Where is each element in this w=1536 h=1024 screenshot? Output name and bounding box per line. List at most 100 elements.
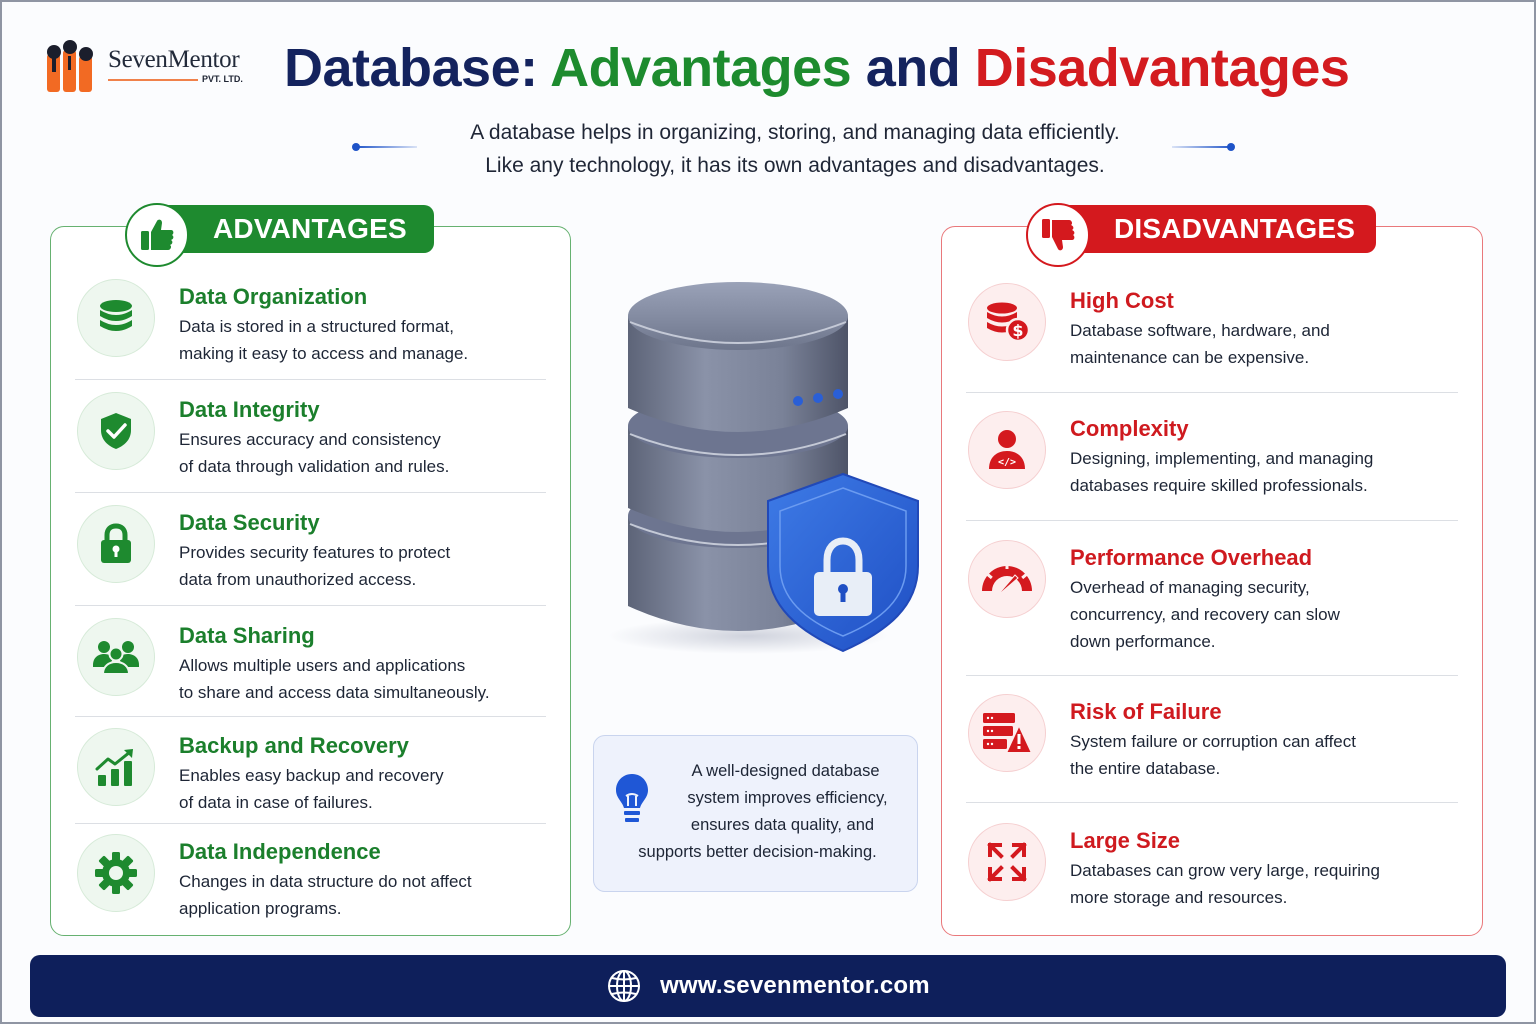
developer-icon: </> bbox=[989, 430, 1025, 469]
desc-line: Database software, hardware, and bbox=[1070, 321, 1330, 340]
title-part-disadvantages: Disadvantages bbox=[974, 38, 1350, 98]
advantage-title: Data Integrity bbox=[179, 397, 320, 422]
disadvantage-icon-circle bbox=[968, 694, 1046, 772]
disadvantage-description: System failure or corruption can affect … bbox=[1070, 728, 1458, 782]
disadvantage-icon-circle: </> bbox=[968, 411, 1046, 489]
divider bbox=[966, 802, 1458, 803]
desc-line: more storage and resources. bbox=[1070, 888, 1288, 907]
lightbulb-icon bbox=[616, 774, 648, 822]
page-title: Database: Advantages and Disadvantages bbox=[284, 36, 1350, 100]
advantage-title: Backup and Recovery bbox=[179, 733, 409, 758]
desc-line: of data in case of failures. bbox=[179, 793, 373, 812]
subtitle-line-2: Like any technology, it has its own adva… bbox=[485, 154, 1105, 177]
divider bbox=[966, 392, 1458, 393]
brand-suffix: PVT. LTD. bbox=[202, 74, 243, 84]
svg-text:</>: </> bbox=[998, 457, 1016, 468]
decor-dot-right bbox=[1227, 143, 1235, 151]
disadvantages-badge: DISADVANTAGES bbox=[1040, 205, 1376, 253]
database-icon bbox=[100, 300, 132, 331]
gear-icon bbox=[95, 852, 137, 894]
desc-line: application programs. bbox=[179, 899, 342, 918]
lock-icon bbox=[101, 523, 131, 563]
disadvantage-icon-circle bbox=[968, 823, 1046, 901]
subtitle-line-1: A database helps in organizing, storing,… bbox=[470, 121, 1120, 144]
advantage-icon-circle bbox=[77, 505, 155, 583]
disadvantage-title: Complexity bbox=[1070, 416, 1189, 441]
server-warning-icon bbox=[983, 713, 1033, 754]
advantage-title: Data Organization bbox=[179, 284, 368, 309]
advantages-badge-icon-circle bbox=[125, 203, 189, 267]
expand-arrows-icon bbox=[987, 842, 1027, 882]
desc-line: to share and access data simultaneously. bbox=[179, 683, 490, 702]
globe-icon bbox=[608, 970, 641, 1002]
desc-line: System failure or corruption can affect bbox=[1070, 732, 1356, 751]
advantage-icon-circle bbox=[77, 618, 155, 696]
people-logo-icon bbox=[47, 40, 93, 92]
advantage-title: Data Sharing bbox=[179, 623, 315, 648]
shield-check-icon bbox=[101, 413, 131, 449]
desc-line: Designing, implementing, and managing bbox=[1070, 449, 1374, 468]
tip-line: A well-designed database bbox=[691, 762, 880, 780]
tip-line: ensures data quality, and bbox=[690, 816, 875, 834]
disadvantage-description: Overhead of managing security, concurren… bbox=[1070, 574, 1458, 655]
svg-text:$: $ bbox=[1012, 321, 1023, 340]
advantage-description: Data is stored in a structured format, m… bbox=[179, 313, 546, 367]
advantage-icon-circle bbox=[77, 728, 155, 806]
disadvantage-icon-circle: $ bbox=[968, 283, 1046, 361]
advantage-description: Changes in data structure do not affect … bbox=[179, 868, 546, 922]
disadvantages-badge-icon-circle bbox=[1026, 203, 1090, 267]
desc-line: Provides security features to protect bbox=[179, 543, 451, 562]
title-part-and: and bbox=[851, 38, 975, 98]
desc-line: maintenance can be expensive. bbox=[1070, 348, 1310, 367]
disadvantage-title: High Cost bbox=[1070, 288, 1174, 313]
desc-line: data from unauthorized access. bbox=[179, 570, 417, 589]
desc-line: concurrency, and recovery can slow bbox=[1070, 605, 1340, 624]
website-link[interactable]: www.sevenmentor.com bbox=[660, 972, 930, 999]
advantage-description: Ensures accuracy and consistency of data… bbox=[179, 426, 546, 480]
speedometer-icon bbox=[982, 563, 1032, 598]
advantages-badge-label: ADVANTAGES bbox=[213, 213, 407, 244]
desc-line: Databases can grow very large, requiring bbox=[1070, 861, 1380, 880]
disadvantage-description: Database software, hardware, and mainten… bbox=[1070, 317, 1458, 371]
divider bbox=[75, 823, 546, 824]
advantage-description: Enables easy backup and recovery of data… bbox=[179, 762, 546, 816]
desc-line: of data through validation and rules. bbox=[179, 457, 450, 476]
brand-name: SevenMentor bbox=[108, 46, 240, 73]
footer-bar: www.sevenmentor.com bbox=[30, 955, 1506, 1017]
desc-line: down performance. bbox=[1070, 632, 1216, 651]
advantage-icon-circle bbox=[77, 392, 155, 470]
disadvantage-icon-circle bbox=[968, 540, 1046, 618]
title-part-advantages: Advantages bbox=[550, 38, 852, 98]
advantage-title: Data Independence bbox=[179, 839, 381, 864]
thumbs-down-icon bbox=[1042, 219, 1075, 251]
desc-line: Enables easy backup and recovery bbox=[179, 766, 444, 785]
advantages-badge: ADVANTAGES bbox=[141, 205, 434, 253]
brand-underline bbox=[108, 79, 198, 81]
disadvantage-description: Designing, implementing, and managing da… bbox=[1070, 445, 1458, 499]
disadvantage-title: Performance Overhead bbox=[1070, 545, 1313, 570]
disadvantages-panel: DISADVANTAGES $ High Cost Database softw… bbox=[941, 203, 1483, 936]
desc-line: Allows multiple users and applications bbox=[179, 656, 466, 675]
desc-line: Changes in data structure do not affect bbox=[179, 872, 472, 891]
tip-line: system improves efficiency, bbox=[687, 789, 888, 807]
decor-line-right bbox=[1172, 146, 1234, 148]
divider bbox=[75, 716, 546, 717]
divider bbox=[75, 605, 546, 606]
divider bbox=[966, 675, 1458, 676]
title-part-database: Database: bbox=[284, 38, 551, 98]
divider bbox=[75, 379, 546, 380]
advantage-icon-circle bbox=[77, 834, 155, 912]
database-dollar-icon: $ bbox=[987, 302, 1030, 343]
desc-line: the entire database. bbox=[1070, 759, 1221, 778]
desc-line: Data is stored in a structured format, bbox=[179, 317, 454, 336]
advantage-description: Allows multiple users and applications t… bbox=[179, 652, 546, 706]
users-icon bbox=[93, 641, 139, 675]
tip-callout: A well-designed database system improves… bbox=[593, 735, 918, 892]
disadvantage-title: Large Size bbox=[1070, 828, 1181, 853]
tip-text: A well-designed database system improves… bbox=[608, 758, 907, 866]
database-shield-lock-illustration bbox=[608, 276, 938, 666]
chart-growth-icon bbox=[95, 749, 133, 786]
desc-line: Ensures accuracy and consistency bbox=[179, 430, 441, 449]
advantage-description: Provides security features to protect da… bbox=[179, 539, 546, 593]
disadvantage-title: Risk of Failure bbox=[1070, 699, 1222, 724]
